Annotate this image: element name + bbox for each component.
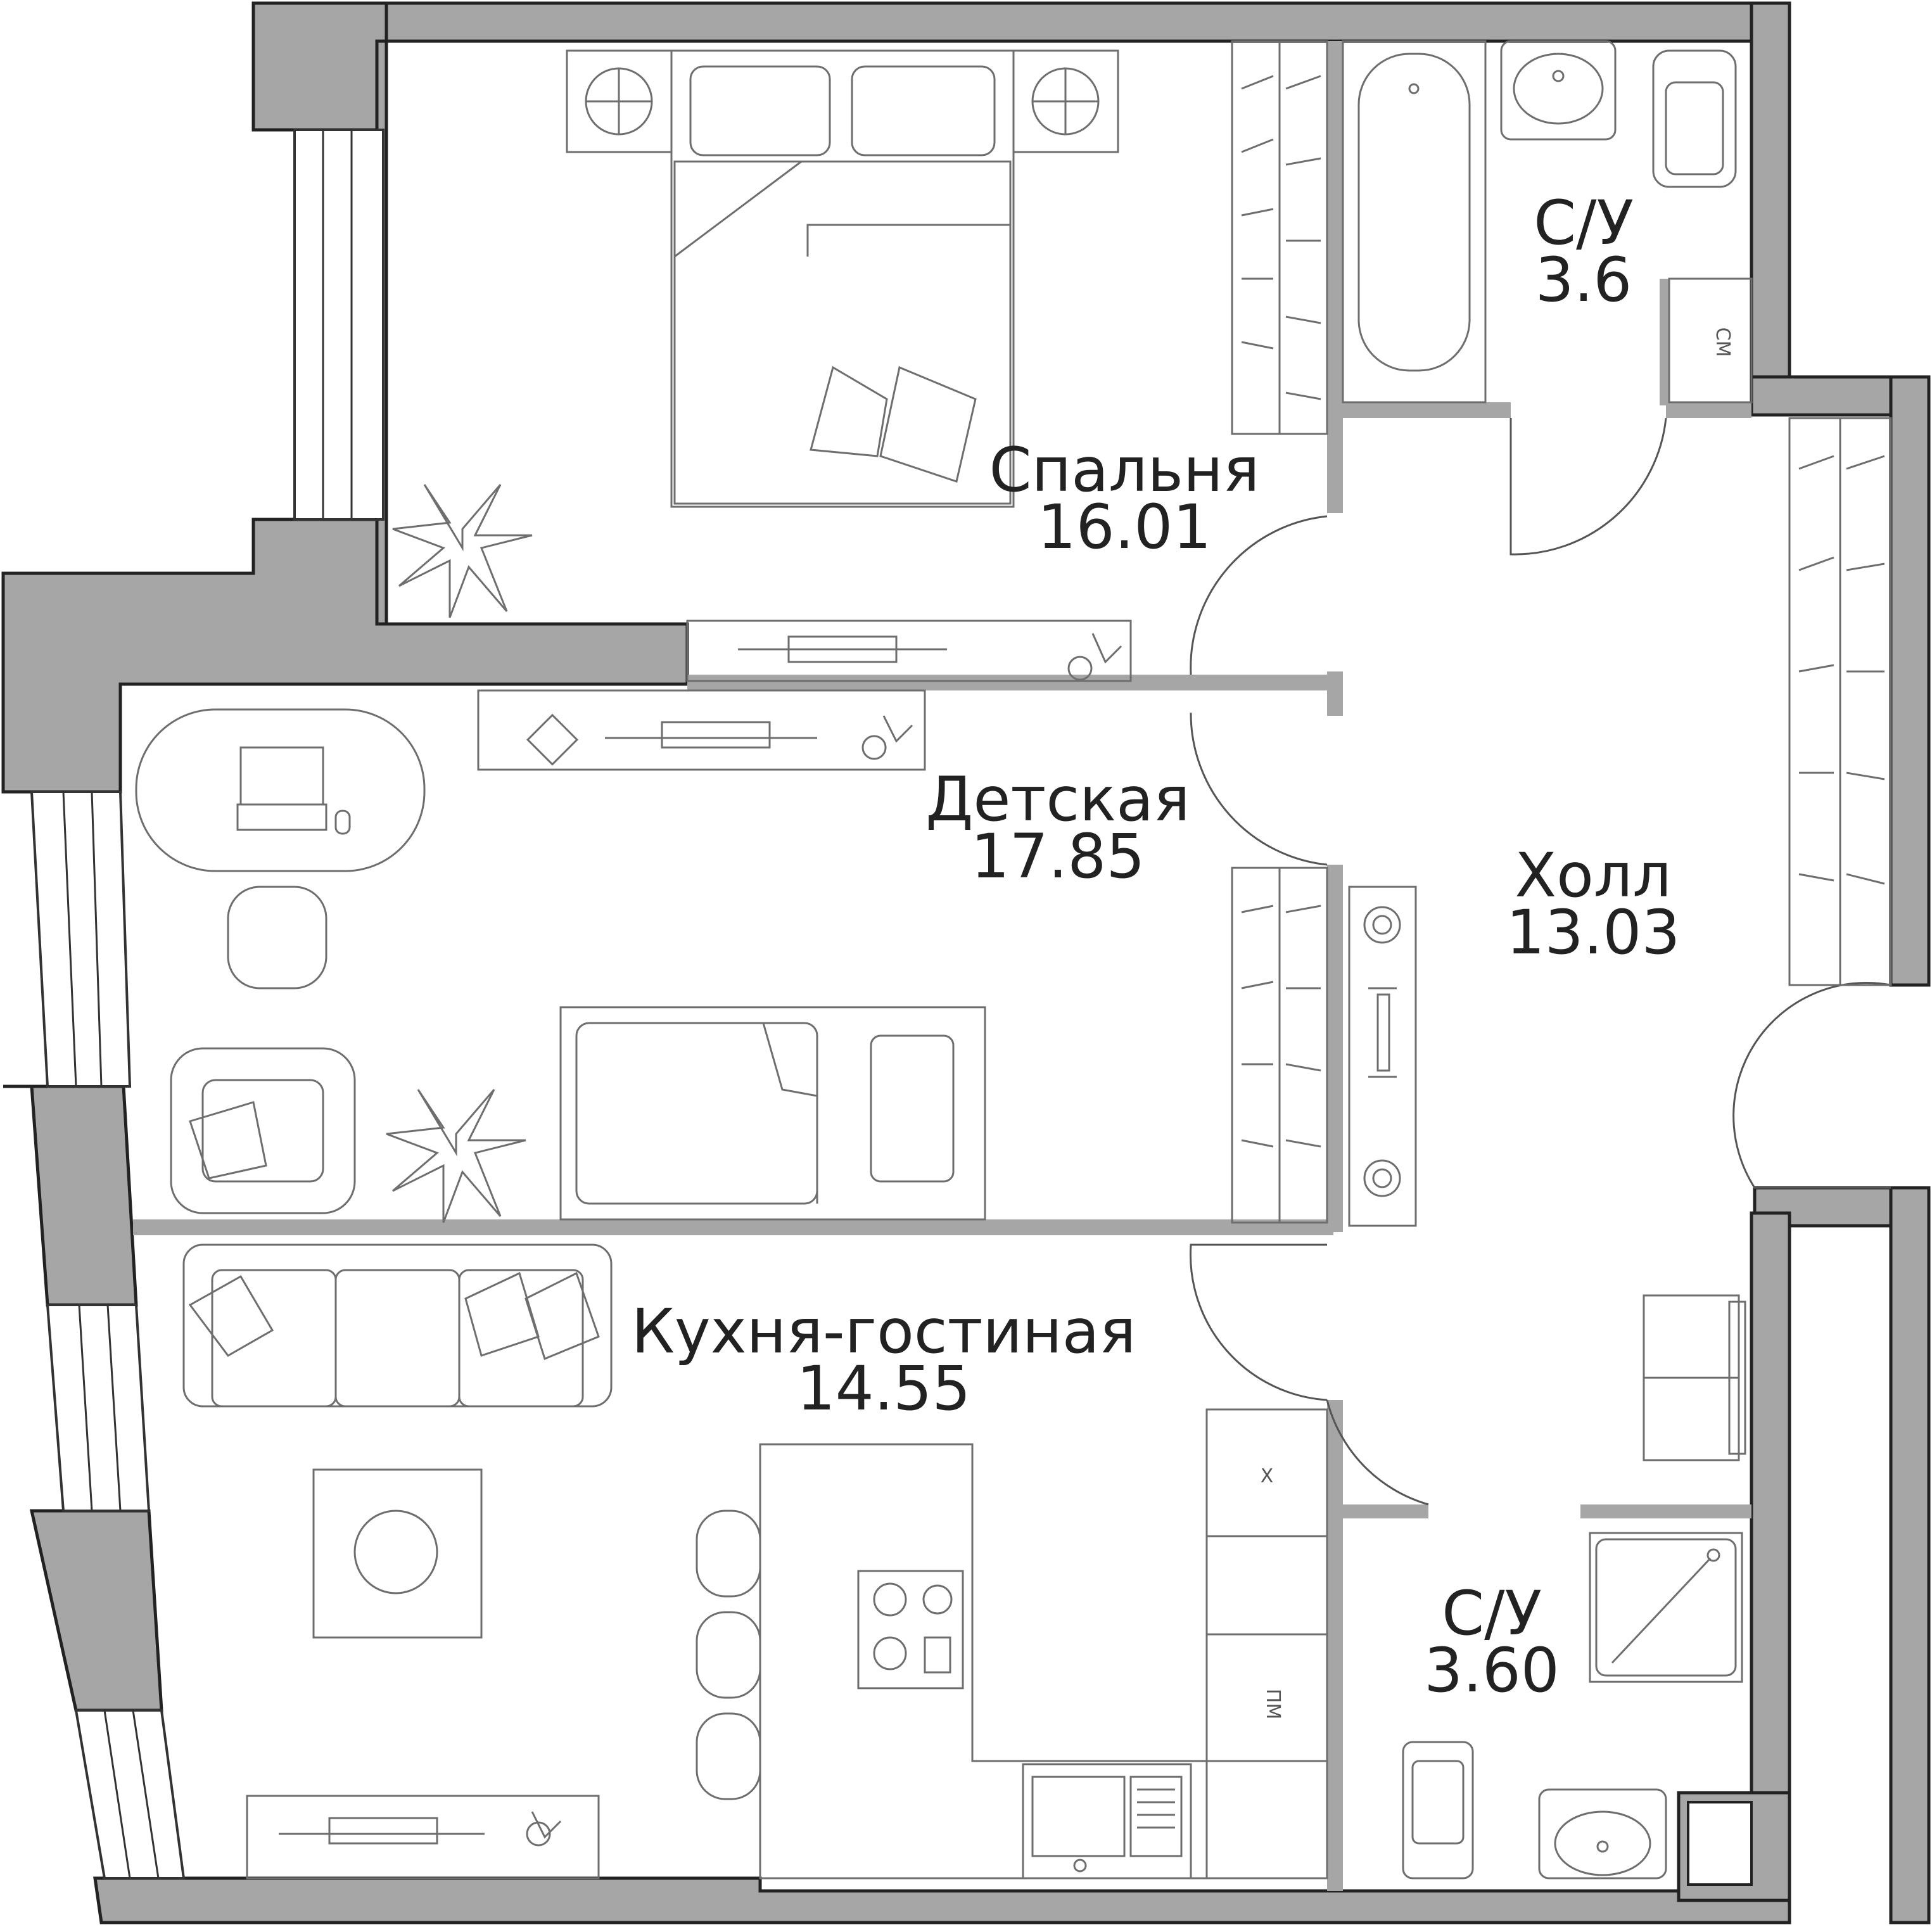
partitions: [133, 41, 1751, 1891]
room-label-hall: Холл: [1515, 840, 1671, 911]
bath2-fixtures: [1402, 1532, 1743, 1879]
room-label-kids: Детская: [925, 764, 1190, 835]
room-label-bath2: С/У: [1442, 1578, 1542, 1649]
room-label-living: Кухня-гостиная: [632, 1296, 1136, 1367]
windows: [30, 129, 384, 1879]
appliance-labels: СМ ПМ Х: [1261, 328, 1734, 1720]
washing-machine-label: СМ: [1712, 328, 1734, 357]
living-furniture: [182, 1243, 1328, 1879]
dishwasher-label: ПМ: [1262, 1689, 1284, 1719]
fridge-label: Х: [1261, 1465, 1274, 1487]
room-area-kids: 17.85: [971, 821, 1145, 892]
room-area-living: 14.55: [797, 1353, 971, 1424]
bath1-fixtures: [1342, 40, 1753, 404]
kids-furniture: [135, 689, 1417, 1227]
room-label-bedroom: Спальня: [989, 435, 1259, 506]
room-label-bath1: С/У: [1534, 188, 1634, 258]
room-area-bath2: 3.60: [1424, 1635, 1560, 1706]
room-labels: Спальня 16.01 Детская 17.85 Холл 13.03 С…: [632, 188, 1681, 1706]
room-area-bedroom: 16.01: [1038, 492, 1212, 563]
hall-furniture: [1643, 417, 1892, 1461]
room-area-bath1: 3.6: [1535, 245, 1632, 315]
bedroom-furniture: [392, 40, 1328, 682]
room-area-hall: 13.03: [1506, 897, 1681, 968]
